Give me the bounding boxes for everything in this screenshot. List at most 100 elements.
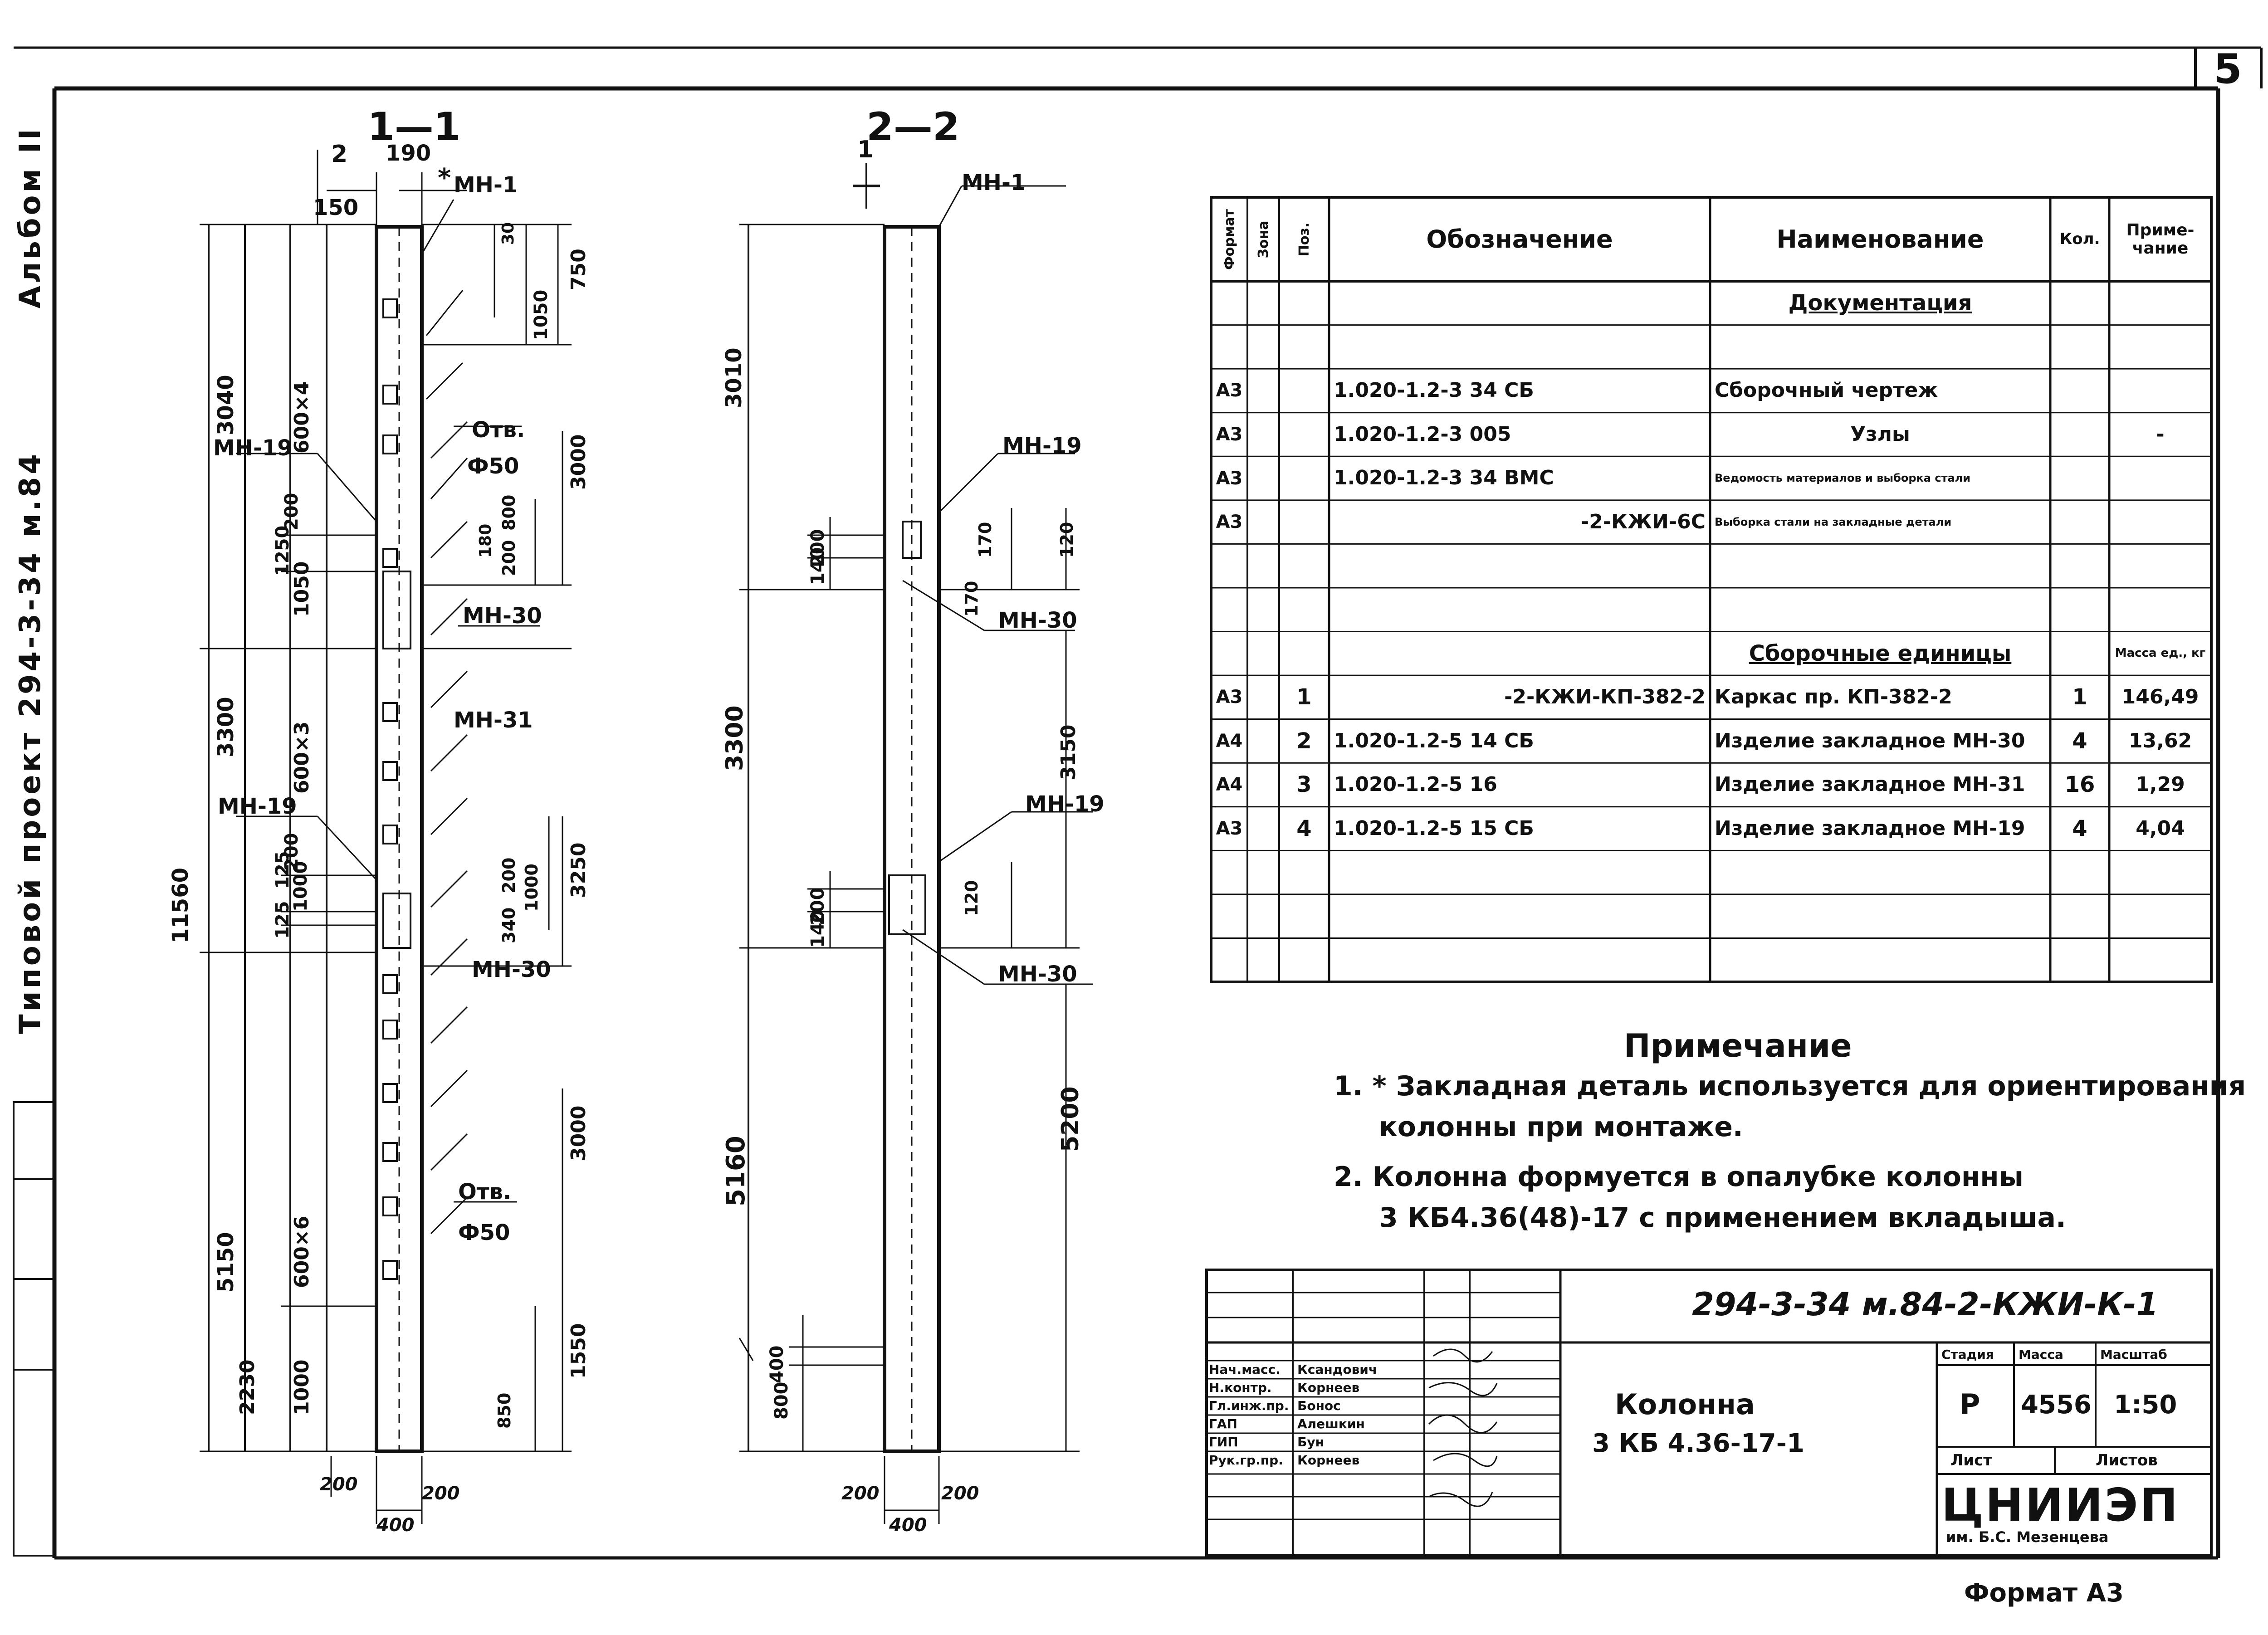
spec-cell: Документация	[1788, 290, 1972, 316]
staff-role: Гл.инж.пр.	[1209, 1398, 1289, 1413]
callout-label: МН-19	[218, 794, 297, 819]
spec-header-cell: Формат	[1221, 209, 1237, 270]
product-name: Колонна	[1615, 1388, 1755, 1421]
dim-label-left: 3300	[213, 697, 239, 757]
staff-role: ГИП	[1209, 1435, 1238, 1450]
staff-role: Н.контр.	[1209, 1380, 1272, 1395]
callout-label: МН-19	[1002, 433, 1082, 459]
dim-label-right: 3150	[1057, 724, 1080, 780]
callout-label: МН-19	[1025, 791, 1105, 817]
spec-cell: 13,62	[2128, 729, 2192, 752]
spec-cell: Масса ед., кг	[2115, 646, 2206, 660]
callout-label: МН-30	[472, 957, 551, 982]
spec-cell: 1.020-1.2-3 34 ВМС	[1334, 466, 1554, 490]
spec-header-cell: Обозначение	[1426, 225, 1613, 254]
note-line: 3 КБ4.36(48)-17 с применением вкладыша.	[1379, 1202, 2066, 1234]
spec-cell: 1.020-1.2-3 005	[1334, 422, 1511, 446]
mass-value: 4556	[2021, 1390, 2092, 1420]
section-2-mark: 1	[857, 136, 874, 163]
dim-label-left: 400	[767, 1345, 787, 1384]
spec-cell: А3	[1216, 687, 1243, 708]
dim-label-left: 2	[331, 141, 348, 168]
dim-label-left: 3300	[721, 705, 748, 771]
note-line: 2. Колонна формуется в опалубке колонны	[1334, 1161, 2024, 1193]
dim-label-left: 140	[807, 910, 828, 948]
spec-cell: Ведомость материалов и выборка стали	[1715, 471, 1971, 484]
scale-value: 1:50	[2114, 1390, 2177, 1420]
dim-label-right: 3250	[567, 842, 590, 898]
staff-role: ГАП	[1209, 1416, 1237, 1431]
spec-cell: 4,04	[2136, 816, 2185, 840]
title-block-grid	[1205, 981, 2213, 1557]
staff-name: Корнеев	[1297, 1380, 1360, 1395]
dim-label-left: 600×6	[290, 1215, 313, 1288]
dim-label-left: 2230	[236, 1359, 259, 1415]
dim-label-left: 200	[281, 833, 302, 871]
dim-label-bottom: 400	[889, 1515, 927, 1536]
spec-cell: 16	[2064, 772, 2095, 798]
album-label: Альбом II	[14, 126, 47, 308]
star-mark: *	[438, 163, 451, 193]
sheet-label: Лист	[1950, 1451, 1992, 1469]
dim-label-right: 120	[962, 880, 982, 916]
dim-label-right: 1550	[567, 1323, 590, 1379]
spec-cell: 4	[2072, 815, 2087, 841]
note-line: колонны при монтаже.	[1379, 1111, 1743, 1143]
dim-label-left: 5160	[721, 1136, 751, 1206]
product-mark: 3 КБ 4.36-17-1	[1592, 1429, 1804, 1458]
spec-cell: -2-КЖИ-КП-382-2	[1504, 685, 1706, 709]
spec-table-grid	[1210, 196, 2213, 983]
dim-label-left: 1250	[272, 525, 293, 576]
dim-label-right: 200	[499, 857, 519, 893]
staff-role: Рук.гр.пр.	[1209, 1453, 1283, 1468]
spec-cell: 1.020-1.2-5 16	[1334, 773, 1497, 796]
dim-label-left: 11560	[168, 868, 193, 943]
spec-cell: 146,49	[2121, 685, 2199, 709]
callout-label: МН-19	[213, 435, 293, 461]
dim-label-bottom: 200	[320, 1474, 358, 1495]
dim-label-right: 30	[499, 222, 518, 245]
callout-label: Ф50	[467, 454, 519, 479]
dim-label-bottom: 400	[376, 1515, 415, 1536]
dim-label-bottom: 200	[841, 1483, 880, 1504]
dim-label-left: 140	[807, 547, 828, 586]
callout-label: МН-31	[454, 708, 533, 733]
staff-name: Бун	[1297, 1435, 1324, 1450]
section-2-title: 2—2	[866, 104, 960, 150]
spec-cell: Изделие закладное МН-19	[1715, 816, 2025, 840]
dim-label-right: 850	[494, 1392, 514, 1429]
dim-label-right: 3000	[567, 1105, 590, 1161]
spec-cell: -	[2156, 422, 2165, 446]
spec-header-cell: Кол.	[2059, 229, 2100, 248]
title-block-col-label: Масса	[2019, 1347, 2063, 1362]
spec-cell: 1.020-1.2-3 34 СБ	[1334, 379, 1534, 402]
callout-label: МН-30	[463, 603, 542, 629]
spec-header-cell: Поз.	[1296, 222, 1312, 256]
spec-cell: А3	[1216, 512, 1243, 533]
spec-header-cell: Наименование	[1776, 225, 1984, 254]
spec-cell: А3	[1216, 424, 1243, 445]
spec-cell: А4	[1216, 774, 1243, 796]
spec-cell: 4	[2072, 728, 2087, 754]
spec-cell: 2	[1296, 728, 1312, 754]
title-block-col-label: Стадия	[1941, 1347, 1994, 1362]
callout-label: Отв.	[458, 1179, 512, 1205]
dim-label-right: 1050	[531, 289, 552, 340]
dim-label-right: 750	[567, 249, 590, 290]
stage-value: Р	[1960, 1388, 1980, 1421]
dim-label-left: 3040	[213, 375, 239, 435]
notes-title: Примечание	[1624, 1027, 1852, 1064]
staff-name: Алешкин	[1297, 1416, 1365, 1431]
dim-label-right: 170	[962, 581, 982, 617]
org-subtitle: им. Б.С. Мезенцева	[1946, 1528, 2109, 1546]
spec-cell: А4	[1216, 730, 1243, 752]
dim-label-right: 170	[975, 522, 995, 558]
section-1-1-drawing	[200, 150, 572, 1524]
staff-role: Нач.масс.	[1209, 1362, 1281, 1377]
dim-label-left: 3010	[721, 347, 747, 408]
spec-cell: Каркас пр. КП-382-2	[1715, 685, 1952, 709]
dim-label-left: 5150	[213, 1232, 239, 1293]
dim-label-right: 180	[476, 523, 495, 558]
